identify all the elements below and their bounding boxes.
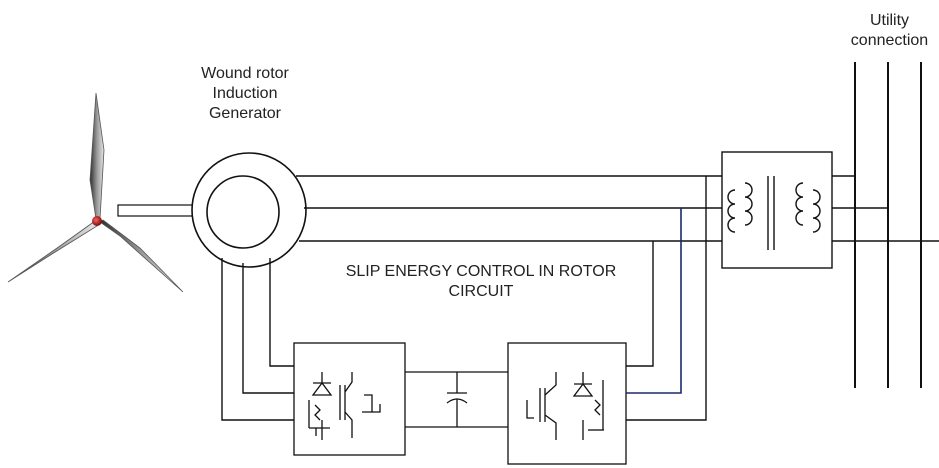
slip-label-line1: SLIP ENERGY CONTROL IN ROTOR (345, 263, 617, 280)
rotor-side-converter-icon (293, 342, 406, 456)
generator-label-line1: Wound rotor (201, 65, 289, 82)
slip-energy-control-label: SLIP ENERGY CONTROL IN ROTOR CIRCUIT (296, 262, 666, 302)
grid-side-leads (626, 176, 707, 421)
wind-turbine-icon (7, 92, 184, 293)
slip-label-line2: CIRCUIT (448, 283, 514, 300)
utility-label-line1: Utility (869, 12, 910, 29)
utility-busbars (854, 62, 922, 388)
wound-rotor-generator-icon (191, 152, 307, 268)
turbine-blade-right (99, 219, 184, 293)
utility-connection-label: Utility connection (840, 11, 939, 51)
turbine-blade-top (89, 92, 105, 220)
turbine-hub (92, 216, 102, 226)
dc-link-capacitor-icon (405, 371, 508, 428)
grid-side-converter-icon (507, 342, 627, 465)
turbine-blade-left (7, 220, 98, 283)
stator-lines (296, 175, 722, 242)
utility-label-line2: connection (850, 32, 929, 49)
grid-lines (832, 175, 939, 242)
rotor-leads (221, 258, 294, 421)
transformer-icon (721, 151, 833, 269)
grid-side-lead-blue (626, 208, 682, 394)
generator-label-line3: Generator (208, 105, 282, 122)
generator-label-line2: Induction (212, 85, 278, 102)
generator-label: Wound rotor Induction Generator (160, 64, 330, 124)
